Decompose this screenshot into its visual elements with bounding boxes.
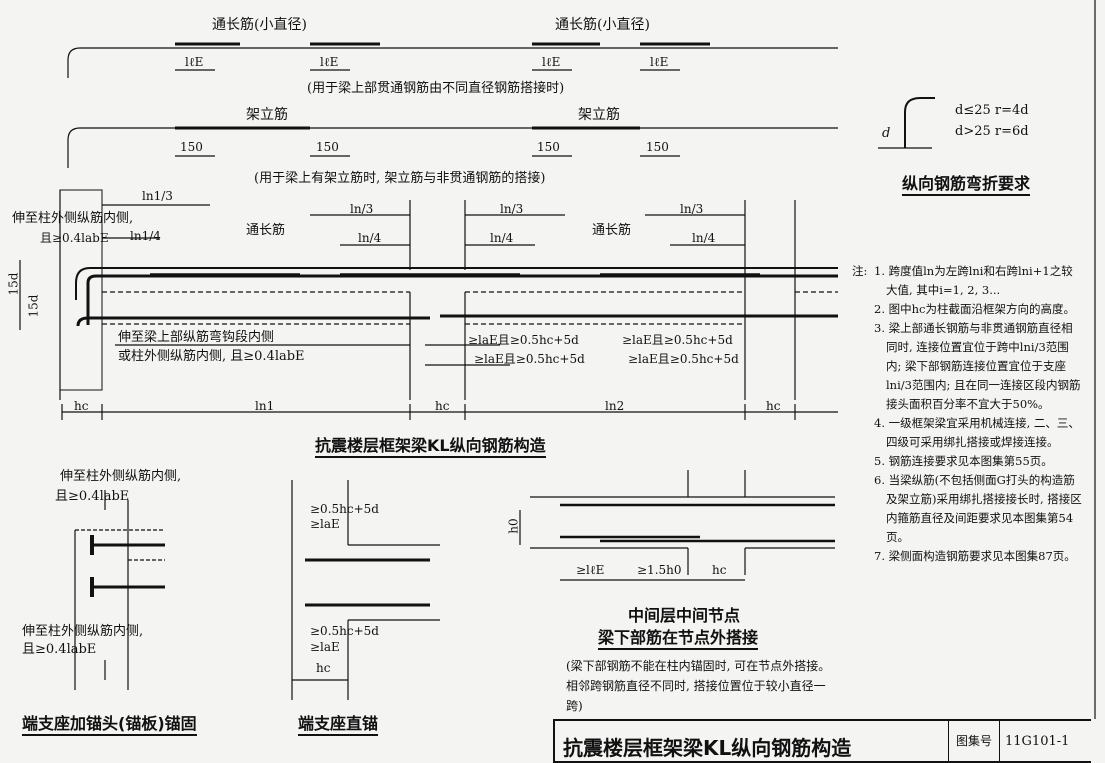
anchor-text-2: 且≥0.4labE bbox=[55, 489, 130, 504]
dim-lle-4: lℓE bbox=[650, 55, 669, 69]
dim-lle-2: lℓE bbox=[320, 55, 339, 69]
dim-hc-1: hc bbox=[74, 399, 89, 413]
main-section-title: 抗震楼层框架梁KL纵向钢筋构造 bbox=[315, 438, 546, 458]
dim-ln3-c: ln/3 bbox=[680, 202, 704, 216]
note-erection: (用于梁上有架立筋时, 架立筋与非贯通钢筋的搭接) bbox=[254, 171, 546, 186]
lap-4: ≥laE且≥0.5hc+5d bbox=[628, 352, 739, 366]
dim-lle-3: lℓE bbox=[542, 55, 561, 69]
dim-hc-2: hc bbox=[435, 399, 450, 413]
dim-ln2: ln2 bbox=[605, 399, 625, 413]
label-tongchang-small-1: 通长筋(小直径) bbox=[212, 17, 307, 33]
mid-hc: hc bbox=[712, 563, 727, 577]
dim-150-1: 150 bbox=[180, 140, 203, 154]
straight-dim-1: ≥0.5hc+5d bbox=[310, 502, 379, 516]
label-erection-1: 架立筋 bbox=[246, 107, 288, 123]
dim-150-3: 150 bbox=[537, 140, 560, 154]
dim-ln3-a: ln/3 bbox=[350, 202, 374, 216]
straight-dim-2: ≥laE bbox=[310, 517, 340, 531]
straight-hc: hc bbox=[316, 661, 331, 675]
note-diff-diameter: (用于梁上部贯通钢筋由不同直径钢筋搭接时) bbox=[307, 81, 565, 96]
note-item: 7. 梁侧面构造钢筋要求见本图集87页。 bbox=[874, 549, 1076, 563]
bend-title: 纵向钢筋弯折要求 bbox=[902, 176, 1031, 196]
dim-ln4-c: ln/4 bbox=[692, 231, 716, 245]
atlas-number: 11G101-1 bbox=[1005, 734, 1070, 749]
anchor-text-4: 且≥0.4labE bbox=[22, 642, 97, 657]
note-item: 5. 钢筋连接要求见本图集第55页。 bbox=[874, 454, 1053, 468]
dim-ln3-b: ln/3 bbox=[500, 202, 524, 216]
mid-15h0: ≥1.5h0 bbox=[637, 563, 682, 577]
dim-150-2: 150 bbox=[316, 140, 339, 154]
mid-note: (梁下部钢筋不能在柱内锚固时, 可在节点外搭接。相邻跨钢筋直径不同时, 搭接位置… bbox=[566, 659, 831, 713]
straight-dim-3: ≥0.5hc+5d bbox=[310, 624, 379, 638]
lap-3: ≥laE且≥0.5hc+5d bbox=[474, 352, 585, 366]
lap-1: ≥laE且≥0.5hc+5d bbox=[468, 333, 579, 347]
note-item: 6. 当梁纵筋(不包括侧面G打头的构造筋及架立筋)采用绑扎搭接接长时, 搭接区内… bbox=[874, 473, 1082, 544]
label-tongchang-b: 通长筋 bbox=[592, 223, 632, 238]
dim-hc-3: hc bbox=[766, 399, 781, 413]
title-block-title: 抗震楼层框架梁KL纵向钢筋构造 bbox=[563, 736, 852, 760]
note-item: 3. 梁上部通长钢筋与非贯通钢筋直径相同时, 连接位置宜位于跨中lni/3范围内… bbox=[874, 321, 1081, 411]
note-item: 4. 一级框架梁宜采用机械连接, 二、三、四级可采用绑扎搭接或焊接连接。 bbox=[874, 416, 1080, 449]
label-erection-2: 架立筋 bbox=[578, 107, 620, 123]
dim-ln1: ln1 bbox=[255, 399, 275, 413]
anchor-title: 端支座加锚头(锚板)锚固 bbox=[22, 716, 197, 736]
dim-15d-b: 15d bbox=[26, 294, 41, 318]
title-block: 抗震楼层框架梁KL纵向钢筋构造 图集号 11G101-1 bbox=[553, 719, 1091, 763]
mid-lle: ≥lℓE bbox=[576, 563, 605, 577]
label-hook-2: 或柱外侧纵筋内侧, 且≥0.4labE bbox=[118, 349, 305, 364]
label-extend-col-1: 伸至柱外侧纵筋内侧, bbox=[12, 211, 134, 226]
dim-150-4: 150 bbox=[646, 140, 669, 154]
notes-head: 注: bbox=[852, 264, 868, 278]
label-extend-col-2: 且≥0.4labE bbox=[40, 231, 109, 245]
notes-list: 1. 跨度值ln为左跨lni和右跨lni+1之较大值, 其中i=1, 2, 3.… bbox=[852, 262, 1084, 566]
anchor-text-3: 伸至柱外侧纵筋内侧, bbox=[22, 624, 144, 639]
bend-d: d bbox=[882, 126, 891, 141]
dim-ln1-3: ln1/3 bbox=[142, 189, 173, 203]
mid-h0: h0 bbox=[506, 518, 521, 534]
note-item: 1. 跨度值ln为左跨lni和右跨lni+1之较大值, 其中i=1, 2, 3.… bbox=[874, 264, 1073, 297]
dim-ln4-a: ln/4 bbox=[358, 231, 382, 245]
notes-block: 注: 1. 跨度值ln为左跨lni和右跨lni+1之较大值, 其中i=1, 2,… bbox=[852, 262, 1084, 566]
mid-title-1: 中间层中间节点 bbox=[628, 606, 741, 625]
note-item: 2. 图中hc为柱截面沿框架方向的高度。 bbox=[874, 302, 1075, 316]
lap-2: ≥laE且≥0.5hc+5d bbox=[622, 333, 733, 347]
mid-title-2: 梁下部筋在节点外搭接 bbox=[598, 630, 759, 650]
bend-rule-1: d≤25 r=4d bbox=[955, 103, 1029, 118]
dim-lle-1: lℓE bbox=[185, 55, 204, 69]
label-tongchang-a: 通长筋 bbox=[246, 223, 286, 238]
anchor-text-1: 伸至柱外侧纵筋内侧, bbox=[60, 469, 182, 484]
atlas-label: 图集号 bbox=[948, 721, 1000, 761]
label-tongchang-small-2: 通长筋(小直径) bbox=[555, 17, 650, 33]
dim-15d: 15d bbox=[6, 272, 21, 296]
dim-ln1-4: ln1/4 bbox=[130, 229, 161, 243]
straight-title: 端支座直锚 bbox=[298, 716, 379, 736]
dim-ln4-b: ln/4 bbox=[490, 231, 514, 245]
label-hook-1: 伸至梁上部纵筋弯钩段内侧 bbox=[118, 330, 275, 345]
straight-dim-4: ≥laE bbox=[310, 640, 340, 654]
bend-rule-2: d>25 r=6d bbox=[955, 124, 1029, 139]
